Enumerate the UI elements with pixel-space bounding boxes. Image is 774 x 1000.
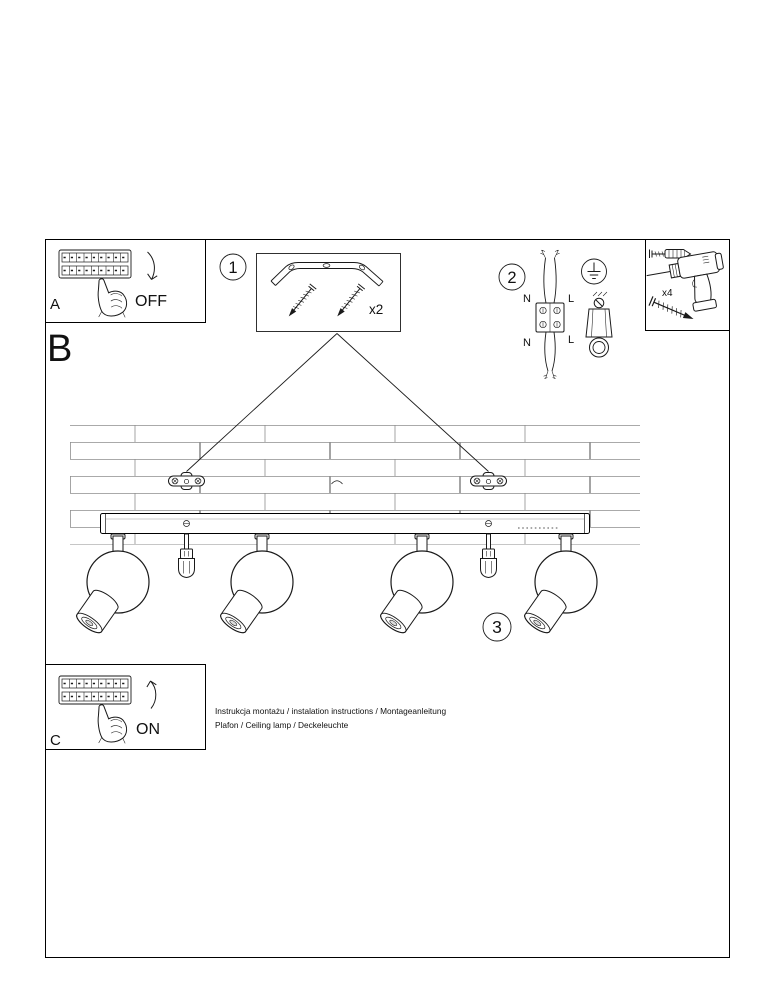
wire-label-live-top: L xyxy=(568,293,574,305)
panel-c: C ON xyxy=(45,664,206,750)
footer-instructions-line1: Instrukcja montażu / instalation instruc… xyxy=(215,706,446,716)
step-1-badge xyxy=(219,253,247,281)
wall-plug-icon xyxy=(649,249,692,259)
step-3-badge xyxy=(482,612,512,642)
section-b-label: B xyxy=(47,328,72,370)
panel-c-box xyxy=(45,664,206,750)
panel-c-state: ON xyxy=(136,721,160,738)
wire-label-neutral-bottom: N xyxy=(523,337,531,349)
panel-a: A OFF xyxy=(45,239,206,323)
step-1-box xyxy=(256,253,401,332)
flip-up-arrow-icon xyxy=(146,680,157,709)
mounting-rail xyxy=(100,513,590,534)
footer-instructions-line2: Plafon / Ceiling lamp / Deckeleuchte xyxy=(215,720,349,730)
leader-line-left xyxy=(186,333,338,472)
wire-label-live-bottom: L xyxy=(568,334,574,346)
flip-down-arrow-icon xyxy=(147,251,158,280)
panel-c-label: C xyxy=(50,732,61,749)
rail-screw-left xyxy=(183,520,190,527)
center-mark xyxy=(331,480,343,485)
step-2-number: 2 xyxy=(507,269,516,287)
cable-illustration xyxy=(540,249,560,379)
tools-box: x4 xyxy=(645,239,730,331)
panel-a-label: A xyxy=(50,296,60,313)
panel-a-state: OFF xyxy=(135,293,167,310)
rail-screw-right xyxy=(485,520,492,527)
drill-icon xyxy=(646,251,724,312)
page-border xyxy=(45,239,730,958)
step-2: 2 N L N L xyxy=(498,249,613,379)
step-3-number: 3 xyxy=(492,617,502,637)
step-1: 1 x2 xyxy=(219,253,401,332)
step-2-badge xyxy=(498,263,526,291)
panel-a-box xyxy=(45,239,206,323)
step-1-quantity: x2 xyxy=(369,302,383,317)
leader-line-right xyxy=(336,333,489,472)
step-1-number: 1 xyxy=(228,259,237,277)
ground-symbol-icon xyxy=(581,258,607,285)
terminal-block xyxy=(535,302,565,333)
ceiling-hook-illustration xyxy=(585,291,613,358)
mounting-bracket-illustration xyxy=(270,262,384,287)
wire-label-neutral-top: N xyxy=(523,293,531,305)
wall-screws-quantity: x4 xyxy=(662,288,673,299)
tools-box-border xyxy=(645,239,730,331)
